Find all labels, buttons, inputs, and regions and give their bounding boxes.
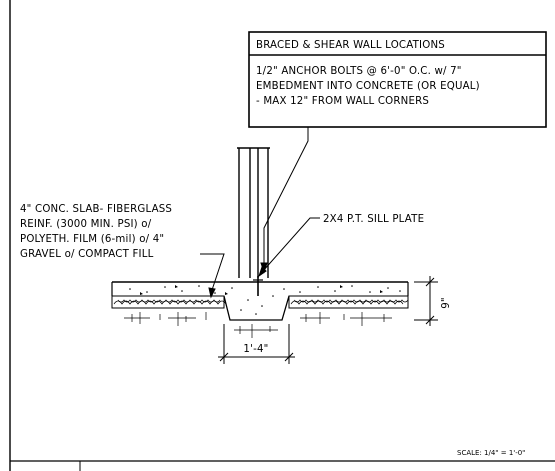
slab-thickness-label: 9" [441,297,452,309]
footing-width-dimension [218,324,295,364]
callout-line-2: EMBEDMENT INTO CONCRETE (OR EQUAL) [256,81,480,92]
callout-line-3: - MAX 12" FROM WALL CORNERS [256,96,429,107]
slab-note-line-3: POLYETH. FILM (6-mil) o/ 4" [20,234,164,245]
slab-note-line-4: GRAVEL o/ COMPACT FILL [20,249,154,260]
sill-plate-label: 2X4 P.T. SILL PLATE [323,214,424,225]
slab-note-leader [200,253,225,299]
earth-hatch [124,312,392,338]
sill-plate-leader [258,217,320,278]
footing-width-label: 1'-4" [243,344,268,355]
callout-box: BRACED & SHEAR WALL LOCATIONS 1/2" ANCHO… [248,31,547,128]
sheet-border [9,0,555,471]
callout-line-1: 1/2" ANCHOR BOLTS @ 6'-0" O.C. w/ 7" [256,66,462,77]
slab-note-line-2: REINF. (3000 MIN. PSI) o/ [20,219,152,230]
slab-thickness-dimension [414,276,438,326]
scale-note: SCALE: 1/4" = 1'-0" [457,449,525,457]
callout-title: BRACED & SHEAR WALL LOCATIONS [256,40,445,51]
wall-studs [237,147,270,278]
concrete-slab [111,276,409,321]
slab-note: 4" CONC. SLAB- FIBERGLASS REINF. (3000 M… [20,204,172,260]
slab-note-line-1: 4" CONC. SLAB- FIBERGLASS [20,204,172,215]
